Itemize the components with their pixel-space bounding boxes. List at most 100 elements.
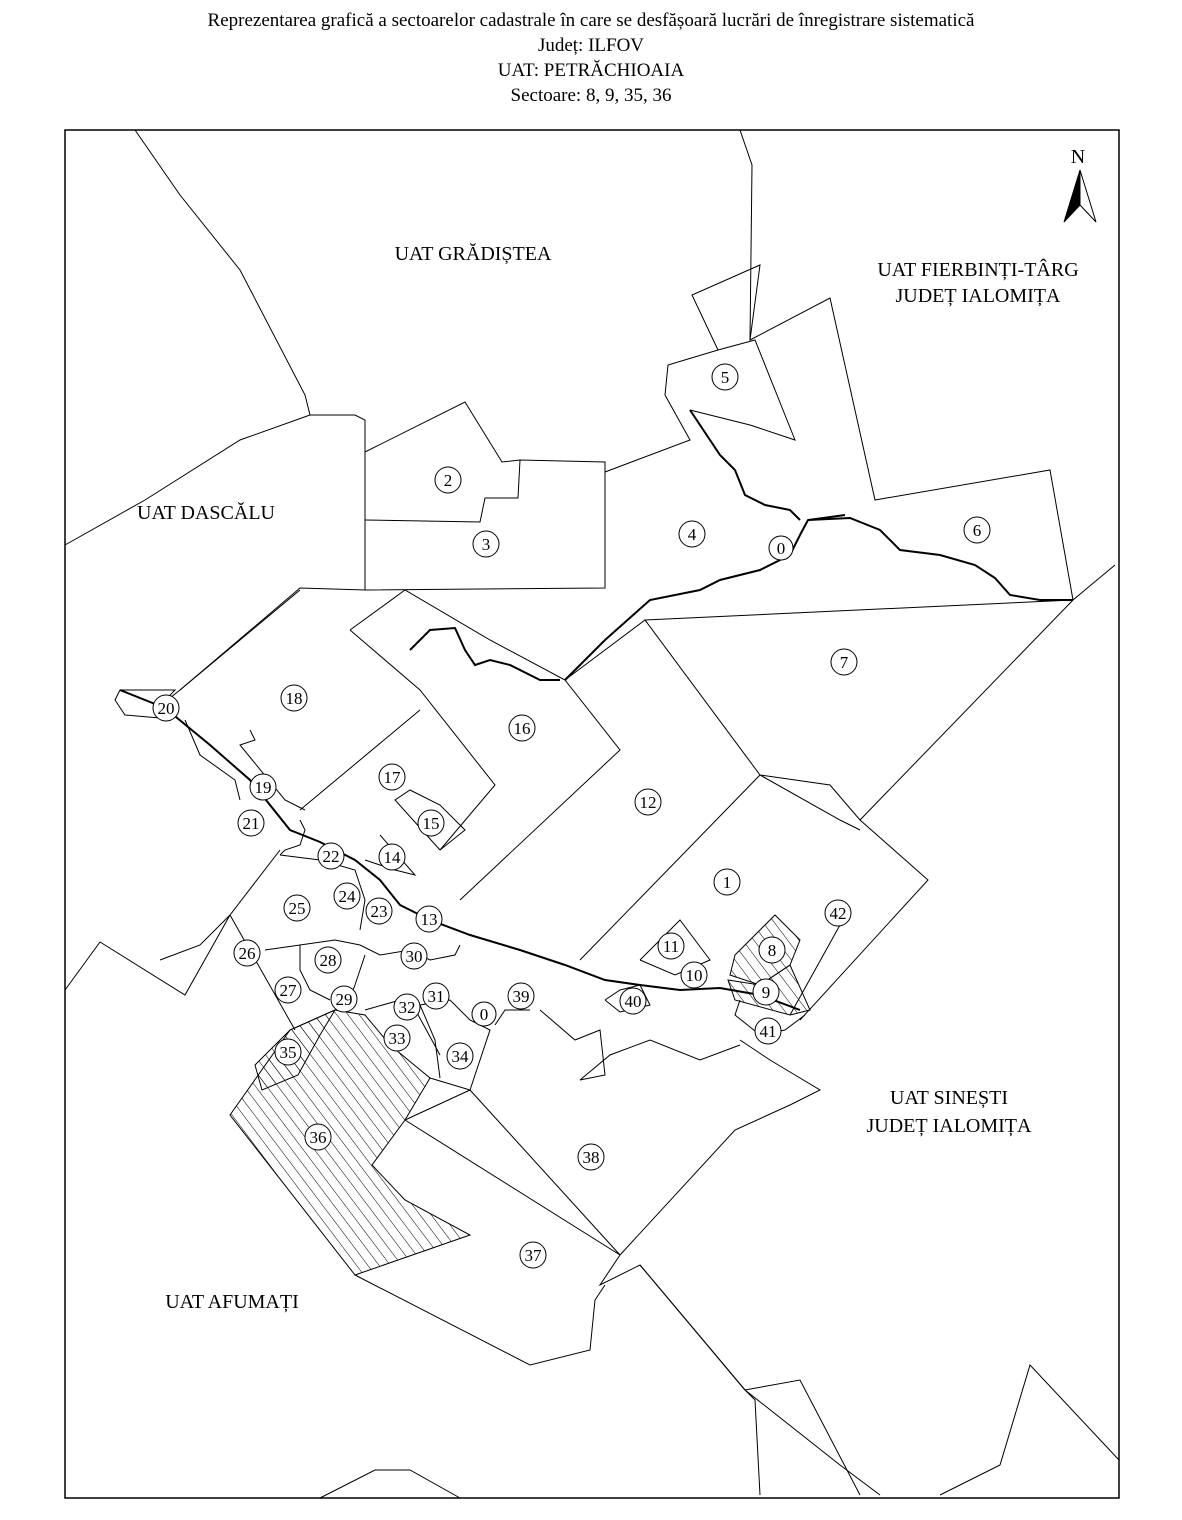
svg-text:29: 29 (336, 990, 353, 1009)
sector-marker-15: 15 (417, 809, 445, 837)
sector-marker-1: 1 (713, 868, 741, 896)
county-line: Județ: ILFOV (537, 35, 645, 56)
sector-marker-20: 20 (152, 694, 180, 722)
svg-text:39: 39 (513, 987, 530, 1006)
svg-text:12: 12 (640, 793, 657, 812)
sector-marker-39: 39 (507, 982, 535, 1010)
sector-marker-34: 34 (446, 1042, 474, 1070)
neighbor-labels: UAT GRĂDIȘTEA UAT FIERBINȚI-TÂRG JUDEȚ I… (137, 242, 1079, 1313)
sector-marker-22: 22 (317, 842, 345, 870)
sector-marker-25: 25 (283, 894, 311, 922)
highlighted-sectors (229, 914, 811, 1276)
sectors-line: Sectoare: 8, 9, 35, 36 (510, 85, 672, 106)
svg-text:1: 1 (723, 873, 732, 892)
svg-text:37: 37 (525, 1246, 543, 1265)
svg-text:31: 31 (428, 987, 445, 1006)
sector-marker-5: 5 (711, 363, 739, 391)
svg-text:10: 10 (686, 966, 703, 985)
svg-text:19: 19 (255, 778, 272, 797)
svg-text:34: 34 (452, 1047, 470, 1066)
svg-text:38: 38 (583, 1148, 600, 1167)
sector-marker-35: 35 (274, 1038, 302, 1066)
sector-marker-13: 13 (415, 905, 443, 933)
svg-text:24: 24 (339, 887, 357, 906)
svg-text:30: 30 (406, 947, 423, 966)
sector-marker-41: 41 (754, 1017, 782, 1045)
uat-line: UAT: PETRĂCHIOAIA (497, 60, 685, 81)
svg-text:9: 9 (762, 983, 771, 1002)
svg-text:5: 5 (721, 368, 730, 387)
map-frame (64, 129, 1120, 1499)
svg-text:17: 17 (384, 768, 402, 787)
svg-text:42: 42 (830, 904, 847, 923)
svg-text:36: 36 (310, 1128, 327, 1147)
svg-text:15: 15 (423, 814, 440, 833)
svg-text:0: 0 (777, 539, 786, 558)
sector-marker-30: 30 (400, 942, 428, 970)
sector-marker-23: 23 (365, 897, 393, 925)
sector-marker-9: 9 (752, 978, 780, 1006)
svg-text:22: 22 (323, 847, 340, 866)
neighbor-afumati: UAT AFUMAȚI (165, 1291, 299, 1313)
sector-marker-24: 24 (333, 882, 361, 910)
sector-marker-29: 29 (330, 985, 358, 1013)
sector-markers: 5 2 3 4 0 6 7 20 18 16 19 17 12 21 15 22… (152, 363, 991, 1269)
svg-text:11: 11 (663, 937, 679, 956)
sector-marker-42: 42 (824, 899, 852, 927)
svg-text:26: 26 (239, 944, 256, 963)
sector-marker-18: 18 (280, 684, 308, 712)
sector-marker-28: 28 (314, 946, 342, 974)
sector-marker-7: 7 (830, 648, 858, 676)
svg-text:14: 14 (384, 848, 402, 867)
sector-marker-3: 3 (472, 530, 500, 558)
svg-text:6: 6 (973, 521, 982, 540)
neighbor-sinesti-county: JUDEȚ IALOMIȚA (867, 1115, 1033, 1137)
sector-marker-19: 19 (249, 773, 277, 801)
map-title-block: Reprezentarea grafică a sectoarelor cada… (0, 8, 1182, 108)
sector-marker-38: 38 (577, 1143, 605, 1171)
neighbor-fierbinti-county: JUDEȚ IALOMIȚA (896, 285, 1062, 307)
neighbor-sinesti: UAT SINEȘTI (890, 1087, 1008, 1109)
neighbor-dascalu: UAT DASCĂLU (137, 501, 276, 524)
north-label: N (1071, 146, 1085, 168)
svg-text:40: 40 (625, 992, 642, 1011)
sector-marker-10: 10 (680, 961, 708, 989)
neighbor-gradistea: UAT GRĂDIȘTEA (395, 242, 552, 265)
svg-text:7: 7 (840, 653, 849, 672)
sector-marker-17: 17 (378, 763, 406, 791)
sector-36-area (229, 1009, 472, 1276)
map-title: Reprezentarea grafică a sectoarelor cada… (207, 10, 975, 31)
svg-text:2: 2 (444, 471, 453, 490)
sector-marker-2: 2 (434, 466, 462, 494)
sector-marker-27: 27 (274, 976, 302, 1004)
svg-text:18: 18 (286, 689, 303, 708)
sector-marker-21: 21 (237, 809, 265, 837)
svg-text:21: 21 (243, 814, 260, 833)
svg-text:23: 23 (371, 902, 388, 921)
svg-text:4: 4 (688, 525, 697, 544)
sector-marker-12: 12 (634, 788, 662, 816)
sector-marker-0-north: 0 (768, 535, 794, 561)
sector-marker-16: 16 (508, 714, 536, 742)
svg-text:27: 27 (280, 981, 298, 1000)
sector-marker-26: 26 (233, 939, 261, 967)
svg-text:8: 8 (768, 941, 777, 960)
sector-marker-31: 31 (422, 982, 450, 1010)
sector-marker-4: 4 (678, 520, 706, 548)
sector-marker-8: 8 (758, 936, 786, 964)
svg-text:35: 35 (280, 1043, 297, 1062)
sector-marker-6: 6 (963, 516, 991, 544)
sector-marker-33: 33 (383, 1024, 411, 1052)
north-arrow-icon: N (1063, 146, 1097, 223)
svg-text:28: 28 (320, 951, 337, 970)
sector-marker-14: 14 (378, 843, 406, 871)
neighbor-fierbinti: UAT FIERBINȚI-TÂRG (877, 258, 1078, 281)
sector-marker-40: 40 (619, 987, 647, 1015)
roads (119, 409, 1073, 1011)
svg-text:13: 13 (421, 910, 438, 929)
svg-text:41: 41 (760, 1022, 777, 1041)
sector-marker-11: 11 (657, 932, 685, 960)
svg-text:3: 3 (482, 535, 491, 554)
svg-text:25: 25 (289, 899, 306, 918)
